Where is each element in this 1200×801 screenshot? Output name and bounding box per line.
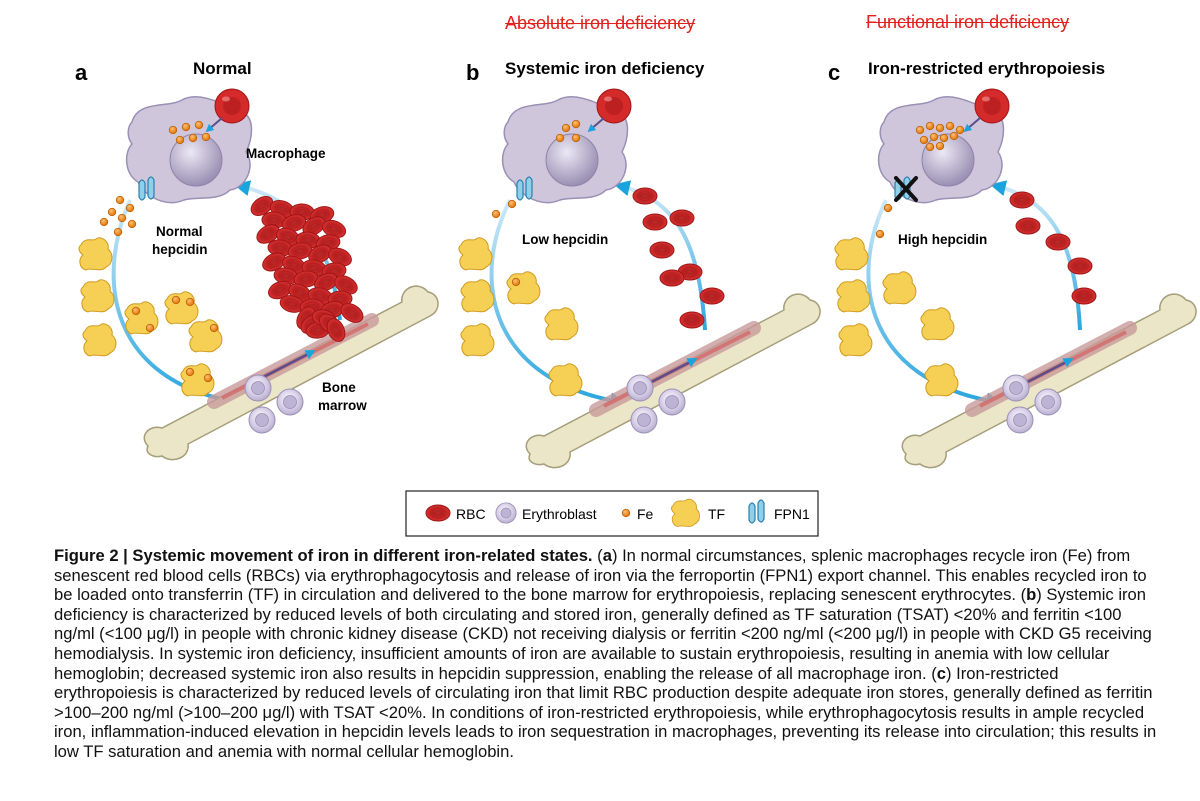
rbc-column — [632, 187, 725, 329]
legend-erythroblast-label: Erythroblast — [522, 506, 597, 522]
legend-fe-icon — [621, 508, 631, 518]
panel-a: a Normal Macrophage Normal hepcidin Bone… — [75, 59, 438, 460]
figure-caption: Figure 2 | Systemic movement of iron in … — [54, 546, 1164, 762]
caption-panel-a-ref: a — [602, 546, 612, 565]
caption-paren: ( — [597, 546, 603, 565]
rbc-column — [1009, 191, 1097, 305]
rbc-cluster — [247, 192, 367, 345]
normal-hepcidin-line2: hepcidin — [152, 242, 208, 257]
panel-b-title: Systemic iron deficiency — [505, 59, 705, 78]
panel-c: c Iron-restricted erythropoiesis High he… — [828, 59, 1196, 468]
panel-a-letter: a — [75, 60, 88, 85]
senescent-rbc-icon — [974, 88, 1010, 124]
high-hepcidin-label: High hepcidin — [898, 232, 987, 247]
legend-fpn1-label: FPN1 — [774, 506, 810, 522]
functional-iron-deficiency-annotation: Functional iron deficiency — [866, 12, 1070, 32]
caption-panel-b-ref: b — [1026, 585, 1037, 605]
panel-b-letter: b — [466, 60, 479, 85]
transferrin-group — [834, 237, 959, 397]
macrophage-label: Macrophage — [246, 146, 326, 161]
legend-rbc-label: RBC — [456, 506, 486, 522]
caption-panel-c-ref: c — [936, 663, 946, 683]
legend-fe-label: Fe — [637, 506, 654, 522]
bone-marrow-line1: Bone — [322, 380, 356, 395]
legend-tf-label: TF — [708, 506, 725, 522]
legend-erythroblast-icon — [495, 502, 517, 524]
transferrin-group — [78, 237, 223, 397]
hepcidin-block-icon — [894, 176, 918, 202]
caption-text-c: ) Iron-restricted erythropoiesis is char… — [54, 663, 1157, 761]
legend-rbc-icon — [425, 504, 451, 522]
legend: RBC Erythroblast Fe TF FPN1 — [405, 490, 819, 537]
absolute-iron-deficiency-annotation: Absolute iron deficiency — [505, 13, 696, 33]
bone-marrow-line2: marrow — [318, 398, 367, 413]
caption-text-a: ) In normal circumstances, splenic macro… — [54, 546, 1147, 605]
normal-hepcidin-line1: Normal — [156, 224, 203, 239]
low-hepcidin-label: Low hepcidin — [522, 232, 608, 247]
senescent-rbc-icon — [596, 88, 632, 124]
caption-text-b: ) Systemic iron deficiency is characteri… — [54, 585, 1152, 683]
legend-tf-icon — [671, 498, 700, 528]
panel-a-title: Normal — [193, 59, 252, 78]
figure-title: Systemic movement of iron in different i… — [132, 546, 593, 565]
transferrin-group — [458, 237, 583, 397]
figure-illustration: a Normal Macrophage Normal hepcidin Bone… — [75, 59, 1200, 537]
panel-c-title: Iron-restricted erythropoiesis — [868, 59, 1105, 78]
panel-b: b Systemic iron deficiency Low hepcidin — [458, 59, 820, 468]
senescent-rbc-icon — [214, 88, 250, 124]
figure-label: Figure 2 | — [54, 546, 128, 565]
panel-c-letter: c — [828, 60, 840, 85]
